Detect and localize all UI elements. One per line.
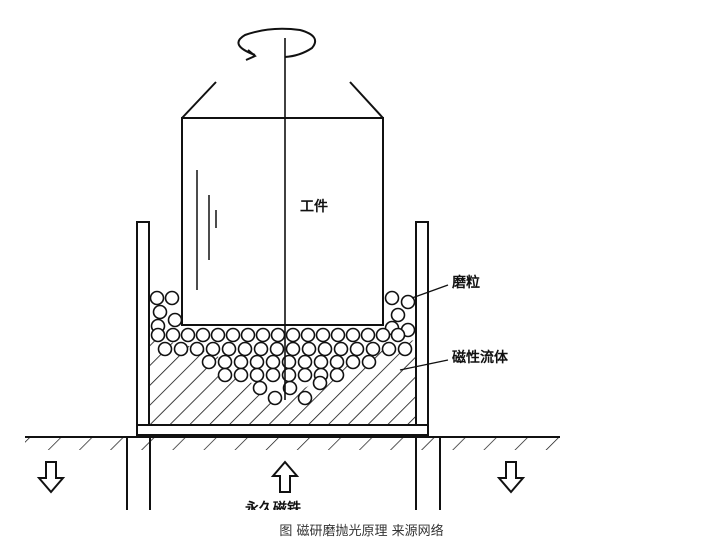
abrasive-particle <box>333 341 349 357</box>
abrasive-particle <box>255 327 271 343</box>
abrasive-particle <box>173 341 189 357</box>
abrasive-particle <box>297 367 313 383</box>
abrasive-particle <box>397 341 413 357</box>
abrasive-particle <box>361 354 377 370</box>
leader-lines <box>399 284 449 371</box>
abrasive-particle <box>282 380 298 396</box>
abrasive-particle <box>330 327 346 343</box>
abrasive-particle <box>384 290 400 306</box>
abrasive-particle <box>315 327 331 343</box>
abrasive-particle <box>360 327 376 343</box>
abrasive-particle <box>233 354 249 370</box>
abrasive-particle <box>237 341 253 357</box>
abrasive-particle <box>180 327 196 343</box>
abrasive-particle <box>150 327 166 343</box>
abrasive-particle <box>381 341 397 357</box>
abrasive-particle <box>349 341 365 357</box>
abrasive-particle <box>157 341 173 357</box>
abrasive-particle <box>301 341 317 357</box>
abrasive-particle <box>221 341 237 357</box>
abrasive-particle <box>249 367 265 383</box>
abrasive-particle <box>195 327 211 343</box>
abrasive-particle <box>165 327 181 343</box>
abrasive-particle <box>375 327 391 343</box>
abrasive-particle <box>225 327 241 343</box>
abrasive-particle <box>329 354 345 370</box>
arrow-down-icon <box>36 461 526 494</box>
abrasive-particle <box>400 294 416 310</box>
abrasive-particle <box>217 367 233 383</box>
label-workpiece: 工件 <box>300 199 328 215</box>
rotation-arrow-icon <box>237 27 316 61</box>
abrasive-particle <box>205 341 221 357</box>
abrasive-particle <box>390 307 406 323</box>
magnets <box>126 437 441 510</box>
abrasive-particle <box>233 367 249 383</box>
abrasive-particle <box>297 390 313 406</box>
abrasive-particle <box>210 327 226 343</box>
abrasive-particle <box>265 354 281 370</box>
abrasive-particle <box>253 341 269 357</box>
abrasive-particle <box>297 354 313 370</box>
abrasive-particle <box>164 290 180 306</box>
label-abrasive: 磨粒 <box>452 275 480 291</box>
abrasive-particle <box>270 327 286 343</box>
abrasive-particle <box>149 290 165 306</box>
abrasive-particle <box>269 341 285 357</box>
diagram-svg <box>25 27 560 510</box>
ground <box>25 436 560 450</box>
abrasive-particle <box>390 327 406 343</box>
abrasive-particle <box>152 304 168 320</box>
abrasive-particle <box>265 367 281 383</box>
label-permanent-magnet: 永久磁铁 <box>245 501 301 510</box>
abrasive-particles <box>149 290 416 406</box>
diagram-area: 工件 磨粒 磁性流体 永久磁铁 <box>25 27 560 510</box>
figure-caption: 图 磁研磨抛光原理 来源网络 <box>279 524 444 539</box>
arrow-up-icon <box>270 460 300 493</box>
abrasive-particle <box>285 327 301 343</box>
abrasive-particle <box>189 341 205 357</box>
abrasive-particle <box>201 354 217 370</box>
abrasive-particle <box>300 327 316 343</box>
abrasive-particle <box>252 380 268 396</box>
workpiece <box>181 81 384 326</box>
abrasive-particle <box>345 354 361 370</box>
abrasive-particle <box>167 312 183 328</box>
abrasive-particle <box>217 354 233 370</box>
abrasive-particle <box>345 327 361 343</box>
abrasive-particle <box>365 341 381 357</box>
abrasive-particle <box>317 341 333 357</box>
label-magnetic-fluid: 磁性流体 <box>452 350 508 366</box>
abrasive-particle <box>312 375 328 391</box>
abrasive-particle <box>285 341 301 357</box>
abrasive-particle <box>329 367 345 383</box>
abrasive-particle <box>240 327 256 343</box>
abrasive-particle <box>267 390 283 406</box>
container <box>136 221 429 436</box>
abrasive-particle <box>249 354 265 370</box>
abrasive-particle <box>313 354 329 370</box>
